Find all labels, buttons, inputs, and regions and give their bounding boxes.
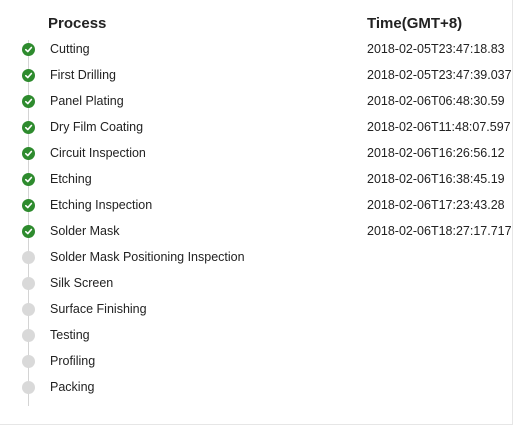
process-step-row: Solder Mask Positioning Inspection bbox=[0, 245, 512, 271]
pending-dot-icon bbox=[22, 303, 35, 316]
process-step-row: Circuit Inspection 2018-02-06T16:26:56.12 bbox=[0, 141, 512, 167]
check-circle-icon bbox=[22, 69, 35, 82]
process-step-row: First Drilling 2018-02-05T23:47:39.037 bbox=[0, 63, 512, 89]
process-step-name: Solder Mask bbox=[50, 224, 120, 238]
process-step-name: Cutting bbox=[50, 42, 90, 56]
process-step-name: Panel Plating bbox=[50, 94, 124, 108]
process-step-name: Surface Finishing bbox=[50, 302, 147, 316]
check-circle-icon bbox=[22, 173, 35, 186]
check-circle-icon bbox=[22, 95, 35, 108]
process-step-name: Etching bbox=[50, 172, 92, 186]
process-step-name: Silk Screen bbox=[50, 276, 114, 290]
process-step-row: Testing bbox=[0, 323, 512, 349]
process-step-row: Silk Screen bbox=[0, 271, 512, 297]
check-circle-icon bbox=[22, 43, 35, 56]
pending-dot-icon bbox=[22, 329, 35, 342]
pending-dot-icon bbox=[22, 277, 35, 290]
process-step-time: 2018-02-06T17:23:43.28 bbox=[367, 198, 505, 212]
process-step-row: Profiling bbox=[0, 349, 512, 375]
process-step-time: 2018-02-05T23:47:39.037 bbox=[367, 68, 512, 82]
process-step-row: Dry Film Coating 2018-02-06T11:48:07.597 bbox=[0, 115, 512, 141]
process-step-name: Solder Mask Positioning Inspection bbox=[50, 250, 245, 264]
process-step-time: 2018-02-06T11:48:07.597 bbox=[367, 120, 511, 134]
process-step-name: Etching Inspection bbox=[50, 198, 153, 212]
process-step-row: Solder Mask 2018-02-06T18:27:17.717 bbox=[0, 219, 512, 245]
process-step-time: 2018-02-06T16:38:45.19 bbox=[367, 172, 505, 186]
timeline-connector-line bbox=[28, 40, 29, 406]
process-step-row: Panel Plating 2018-02-06T06:48:30.59 bbox=[0, 89, 512, 115]
pending-dot-icon bbox=[22, 251, 35, 264]
check-circle-icon bbox=[22, 147, 35, 160]
process-step-time: 2018-02-05T23:47:18.83 bbox=[367, 42, 505, 56]
process-step-row: Surface Finishing bbox=[0, 297, 512, 323]
timeline-header: Process Time(GMT+8) bbox=[0, 15, 512, 35]
process-step-time: 2018-02-06T18:27:17.717 bbox=[367, 224, 512, 238]
process-step-time: 2018-02-06T06:48:30.59 bbox=[367, 94, 505, 108]
process-step-row: Cutting 2018-02-05T23:47:18.83 bbox=[0, 37, 512, 63]
process-step-row: Etching Inspection 2018-02-06T17:23:43.28 bbox=[0, 193, 512, 219]
process-step-name: Profiling bbox=[50, 354, 96, 368]
pending-dot-icon bbox=[22, 355, 35, 368]
process-step-name: Testing bbox=[50, 328, 90, 342]
check-circle-icon bbox=[22, 225, 35, 238]
process-step-name: Dry Film Coating bbox=[50, 120, 144, 134]
check-circle-icon bbox=[22, 199, 35, 212]
process-step-row: Etching 2018-02-06T16:38:45.19 bbox=[0, 167, 512, 193]
check-circle-icon bbox=[22, 121, 35, 134]
process-step-row: Packing bbox=[0, 375, 512, 401]
process-step-name: Circuit Inspection bbox=[50, 146, 146, 160]
process-column-header: Process bbox=[48, 15, 107, 32]
process-step-name: Packing bbox=[50, 380, 95, 394]
process-step-name: First Drilling bbox=[50, 68, 116, 82]
process-step-time: 2018-02-06T16:26:56.12 bbox=[367, 146, 505, 160]
time-column-header: Time(GMT+8) bbox=[367, 15, 463, 32]
pending-dot-icon bbox=[22, 381, 35, 394]
